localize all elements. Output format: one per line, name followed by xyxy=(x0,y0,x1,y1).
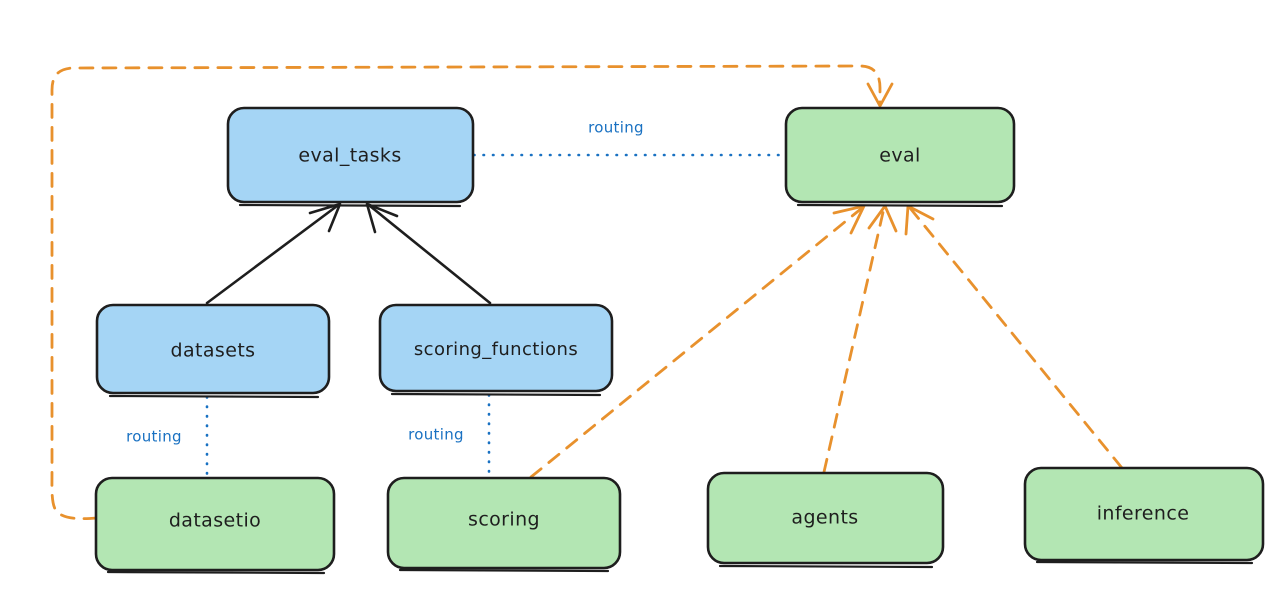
edge-label-routing-eval-tasks: routing xyxy=(588,119,644,137)
node-inference[interactable]: inference xyxy=(1023,466,1265,565)
node-label-inference: inference xyxy=(1097,503,1190,525)
edge-inference-eval[interactable] xyxy=(904,204,1124,470)
edge-scoring-functions-to-eval-tasks[interactable] xyxy=(365,202,492,305)
node-label-eval-tasks: eval_tasks xyxy=(298,145,401,167)
node-label-eval: eval xyxy=(879,145,920,167)
node-label-scoring: scoring xyxy=(468,509,540,531)
node-scoring[interactable]: scoring xyxy=(386,476,622,573)
edge-datasets-to-eval-tasks[interactable] xyxy=(205,202,342,305)
node-label-scoring-functions: scoring_functions xyxy=(414,339,578,360)
node-label-agents: agents xyxy=(791,507,858,529)
node-eval[interactable]: eval xyxy=(784,106,1016,208)
node-agents[interactable]: agents xyxy=(706,471,945,569)
edge-label-routing-scoring-functions: routing xyxy=(408,426,464,444)
edge-datasetio-eval[interactable] xyxy=(50,64,894,521)
node-label-datasetio: datasetio xyxy=(169,510,261,532)
edge-label-routing-datasets: routing xyxy=(126,428,182,446)
node-datasets[interactable]: datasets xyxy=(95,303,331,399)
node-datasetio[interactable]: datasetio xyxy=(94,476,336,575)
node-label-datasets: datasets xyxy=(171,340,256,362)
node-eval-tasks[interactable]: eval_tasks xyxy=(226,106,475,208)
edge-agents-eval[interactable] xyxy=(822,204,898,474)
node-scoring-functions[interactable]: scoring_functions xyxy=(378,303,614,397)
